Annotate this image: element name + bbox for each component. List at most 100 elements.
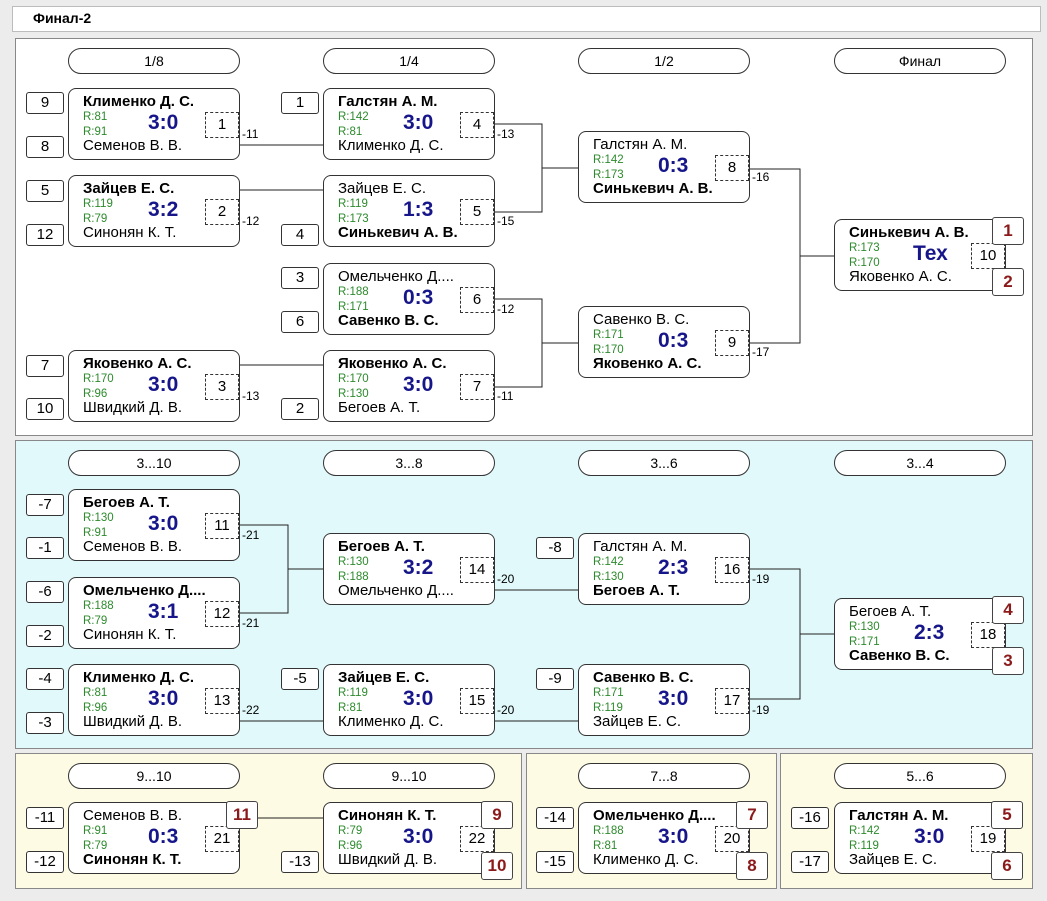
player-1-name: Савенко В. С.: [593, 669, 694, 686]
player-1-rating: R:91: [83, 825, 108, 837]
loser-reference: -21: [242, 616, 260, 630]
player-2-rating: R:91: [83, 126, 108, 138]
title-text: Финал-2: [33, 10, 92, 26]
match-number: 13: [205, 688, 239, 714]
seed-box: -3: [26, 712, 64, 734]
seed-box: 12: [26, 224, 64, 246]
loser-reference: -19: [752, 572, 770, 586]
place-badge: 3: [992, 647, 1024, 675]
player-2-rating: R:91: [83, 527, 108, 539]
player-2-rating: R:170: [849, 257, 880, 269]
player-2-name: Синонян К. Т.: [83, 224, 177, 241]
match-score: 3:0: [658, 825, 689, 848]
player-1-name: Омельченко Д....: [338, 268, 454, 285]
player-1-rating: R:188: [83, 600, 114, 612]
player-2-rating: R:79: [83, 213, 108, 225]
player-1-rating: R:170: [338, 373, 369, 385]
player-2-rating: R:170: [593, 344, 624, 356]
player-2-name: Швидкий Д. В.: [338, 851, 438, 868]
loser-reference: -21: [242, 528, 260, 542]
round-header-1-2: 1/2: [578, 48, 750, 74]
match-score: 0:3: [658, 154, 689, 177]
player-1-rating: R:81: [83, 687, 108, 699]
player-2-rating: R:96: [83, 388, 108, 400]
seed-box: -4: [26, 668, 64, 690]
player-2-rating: R:81: [338, 126, 363, 138]
player-1-name: Синькевич А. В.: [849, 224, 969, 241]
match-number: 2: [205, 199, 239, 225]
place-badge: 5: [991, 801, 1023, 829]
match-score: 3:0: [914, 825, 945, 848]
player-1-rating: R:142: [593, 154, 624, 166]
round-header-1-4: 1/4: [323, 48, 495, 74]
place-badge: 10: [481, 852, 513, 880]
player-1-name: Клименко Д. С.: [83, 93, 195, 110]
player-1-rating: R:119: [338, 687, 368, 699]
player-1-name: Яковенко А. С.: [83, 355, 192, 372]
player-1-name: Галстян А. М.: [849, 807, 949, 824]
player-1-name: Бегоев А. Т.: [849, 603, 932, 620]
player-1-name: Галстян А. М.: [593, 136, 688, 153]
player-1-name: Зайцев Е. С.: [338, 180, 427, 197]
round-header-7-8: 7...8: [578, 763, 750, 789]
player-2-name: Клименко Д. С.: [593, 851, 699, 868]
player-2-rating: R:173: [338, 213, 369, 225]
seed-box: 5: [26, 180, 64, 202]
player-2-name: Синькевич А. В.: [338, 224, 458, 241]
round-header-3-4: 3...4: [834, 450, 1006, 476]
player-1-name: Зайцев Е. С.: [83, 180, 175, 197]
seed-box: -2: [26, 625, 64, 647]
player-2-rating: R:188: [338, 571, 369, 583]
player-2-name: Бегоев А. Т.: [593, 582, 680, 599]
seed-box: -9: [536, 668, 574, 690]
seed-box: -5: [281, 668, 319, 690]
loser-reference: -19: [752, 703, 770, 717]
round-header-1-8: 1/8: [68, 48, 240, 74]
player-1-rating: R:188: [338, 286, 369, 298]
window-title: Финал-2: [12, 6, 1041, 32]
round-header-final: Финал: [834, 48, 1006, 74]
player-2-name: Синонян К. Т.: [83, 851, 182, 868]
match-score: Тех: [913, 242, 948, 265]
player-1-rating: R:130: [83, 512, 114, 524]
player-2-rating: R:81: [338, 702, 363, 714]
match-number: 16: [715, 557, 749, 583]
match-score: 3:0: [403, 111, 434, 134]
player-2-name: Яковенко А. С.: [593, 355, 702, 372]
place-badge: 1: [992, 217, 1024, 245]
player-2-name: Яковенко А. С.: [849, 268, 952, 285]
player-2-name: Савенко В. С.: [849, 647, 950, 664]
player-2-name: Швидкий Д. В.: [83, 713, 183, 730]
player-1-name: Бегоев А. Т.: [338, 538, 425, 555]
player-2-name: Семенов В. В.: [83, 538, 183, 555]
seed-box: -7: [26, 494, 64, 516]
match-number: 1: [205, 112, 239, 138]
round-header-3-6: 3...6: [578, 450, 750, 476]
loser-reference: -15: [497, 214, 515, 228]
match-number: 20: [715, 826, 749, 852]
loser-reference: -20: [497, 703, 515, 717]
match-score: 3:0: [403, 687, 434, 710]
